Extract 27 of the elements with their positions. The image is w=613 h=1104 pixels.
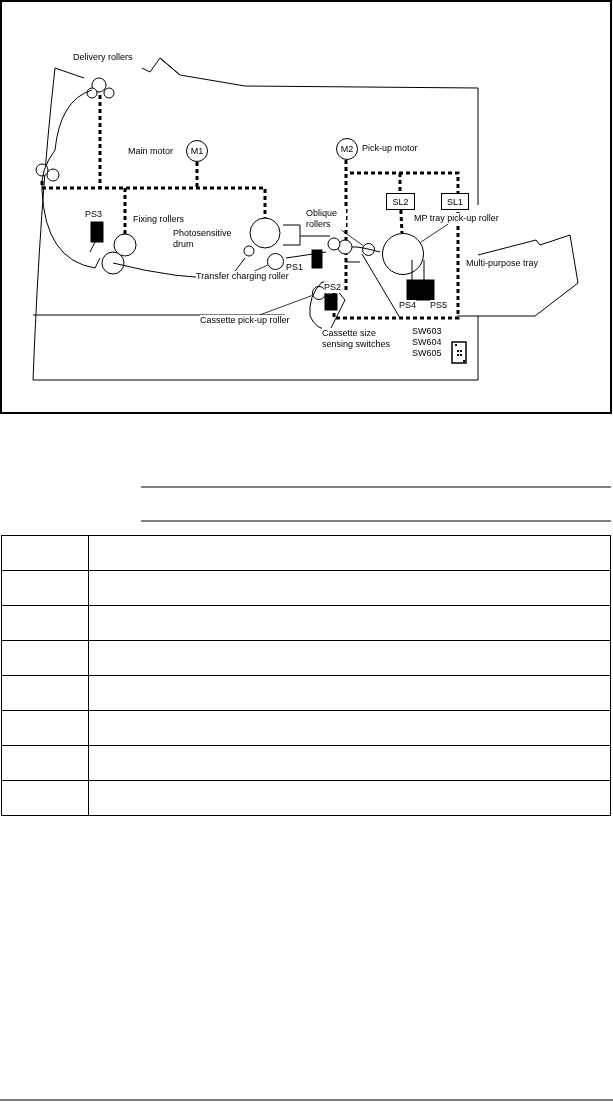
part-label: Pick-up motor bbox=[362, 143, 418, 154]
part-label: Oblique rollers bbox=[306, 208, 346, 230]
solenoid-box: SL2 bbox=[386, 193, 415, 210]
switch-label: SW605 bbox=[412, 348, 442, 359]
part-label: Main motor bbox=[128, 146, 173, 157]
motor-circle: M2 bbox=[336, 138, 358, 160]
part-label: Multi-purpose tray bbox=[466, 258, 539, 269]
leader-line bbox=[420, 223, 449, 243]
part-label: MP tray pick-up roller bbox=[414, 213, 499, 224]
sensor-label: PS2 bbox=[324, 282, 341, 293]
part-label: Transfer charging roller bbox=[196, 271, 289, 282]
sensor-label: PS3 bbox=[85, 209, 102, 220]
sensor-label: PS5 bbox=[430, 300, 447, 311]
leader-line bbox=[254, 264, 269, 272]
solenoid-box: SL1 bbox=[441, 193, 469, 210]
motor-circle: M1 bbox=[186, 140, 208, 162]
sensor-label: PS1 bbox=[286, 262, 303, 273]
leader-line bbox=[259, 295, 313, 316]
part-label: Fixing rollers bbox=[133, 214, 184, 225]
part-label: Cassette pick-up roller bbox=[200, 315, 290, 326]
switch-label: SW604 bbox=[412, 337, 442, 348]
drive-line bbox=[399, 209, 404, 234]
sensor-label: PS4 bbox=[399, 300, 416, 311]
part-label: Delivery rollers bbox=[73, 52, 133, 63]
switch-label: SW603 bbox=[412, 326, 442, 337]
part-label: Photosensitive drum bbox=[173, 228, 233, 250]
leader-line bbox=[340, 229, 364, 247]
